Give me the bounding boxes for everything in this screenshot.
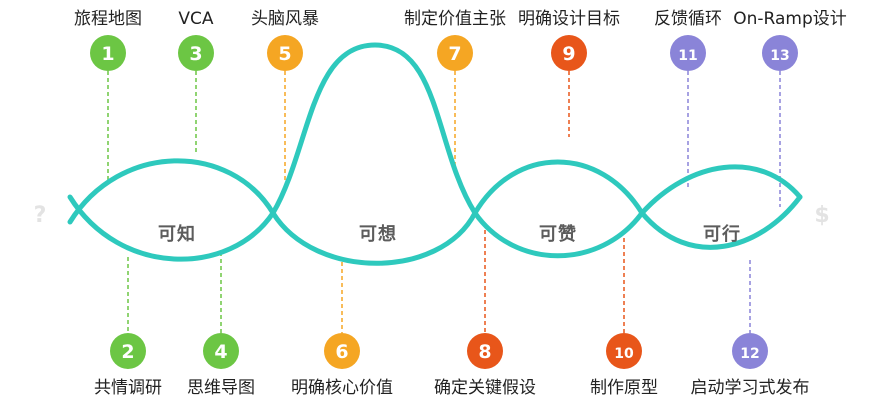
step-label: 旅程地图 <box>74 9 142 29</box>
step-node-4 <box>203 333 239 369</box>
step-label: VCA <box>178 9 213 29</box>
step-node-8 <box>467 333 503 369</box>
question-mark: ? <box>34 203 47 228</box>
phase-label: 可想 <box>359 223 397 245</box>
step-number: 5 <box>278 43 291 65</box>
step-label: 反馈循环 <box>654 9 722 29</box>
step-number: 12 <box>740 346 759 362</box>
step-label: 头脑风暴 <box>251 9 319 29</box>
step-number: 3 <box>189 43 202 65</box>
step-label: On-Ramp设计 <box>733 9 847 29</box>
step-node-6 <box>324 333 360 369</box>
phase-label: 可知 <box>158 223 196 245</box>
step-number: 11 <box>678 48 697 64</box>
step-label: 共情调研 <box>94 378 162 398</box>
step-node-13 <box>762 35 798 71</box>
step-number: 9 <box>562 43 575 65</box>
step-number: 7 <box>448 43 461 65</box>
step-node-3 <box>178 35 214 71</box>
step-node-2 <box>110 333 146 369</box>
step-node-12 <box>732 333 768 369</box>
step-number: 10 <box>614 346 634 362</box>
step-node-9 <box>551 35 587 71</box>
step-label: 明确设计目标 <box>518 9 620 29</box>
step-number: 2 <box>121 341 134 363</box>
step-label: 启动学习式发布 <box>691 378 810 398</box>
step-node-11 <box>670 35 706 71</box>
step-label: 明确核心价值 <box>291 378 393 398</box>
step-number: 6 <box>335 341 348 363</box>
step-number: 4 <box>214 341 227 363</box>
step-number: 13 <box>770 48 789 64</box>
step-label: 制作原型 <box>590 378 658 398</box>
step-label: 制定价值主张 <box>404 9 506 29</box>
step-node-1 <box>90 35 126 71</box>
phase-label: 可赞 <box>539 224 577 245</box>
step-label: 确定关键假设 <box>434 378 536 398</box>
step-node-10 <box>606 333 642 369</box>
dollar-mark: $ <box>814 203 829 228</box>
step-node-5 <box>267 35 303 71</box>
phase-label: 可行 <box>703 223 741 245</box>
wave-curve-1 <box>67 42 803 262</box>
step-node-7 <box>437 35 473 71</box>
step-label: 思维导图 <box>187 378 255 398</box>
step-number: 8 <box>478 341 491 363</box>
wave-curve-2 <box>67 158 803 266</box>
step-number: 1 <box>101 43 114 65</box>
